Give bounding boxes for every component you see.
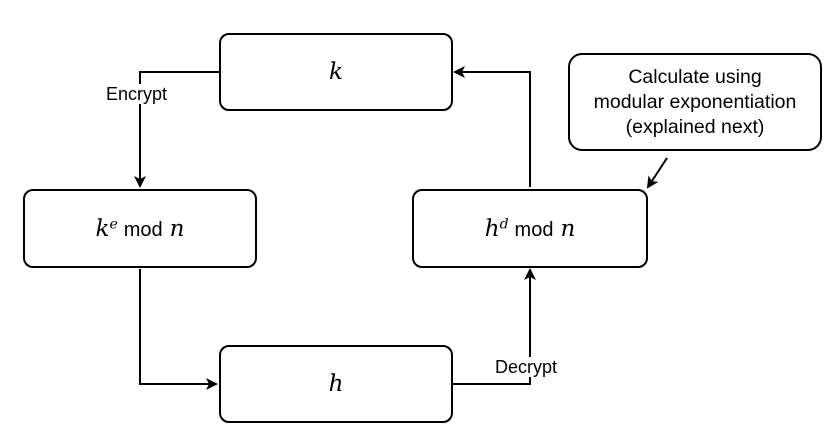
explanation-note: Calculate using modular exponentiation (… [568,53,822,151]
decrypt-label: Decrypt [493,357,560,377]
encrypted-exponent: e [109,215,118,232]
key-variable: k [329,59,343,85]
encrypted-modulus: n [169,215,185,242]
encrypt-label: Encrypt [104,84,170,104]
note-line-3: (explained next) [625,115,765,138]
note-pointer-arrow [646,157,668,189]
decrypt-arrow [453,268,536,385]
encrypted-mod-operator: mod [123,218,163,241]
node-key: k [219,33,453,111]
node-hash: h [219,345,453,423]
decrypted-modulus: n [560,215,576,242]
note-line-1: Calculate using [628,65,762,88]
encrypt-arrow [134,71,219,188]
decrypted-base: h [484,215,500,242]
note-line-2: modular exponentiation [593,90,797,113]
decrypted-mod-operator: mod [514,218,554,241]
result-to-k-arrow [453,66,531,187]
ciphertext-to-h-arrow [139,269,218,390]
encrypted-base: k [95,215,110,242]
hash-variable: h [328,371,344,397]
decrypted-exponent: d [499,215,509,232]
